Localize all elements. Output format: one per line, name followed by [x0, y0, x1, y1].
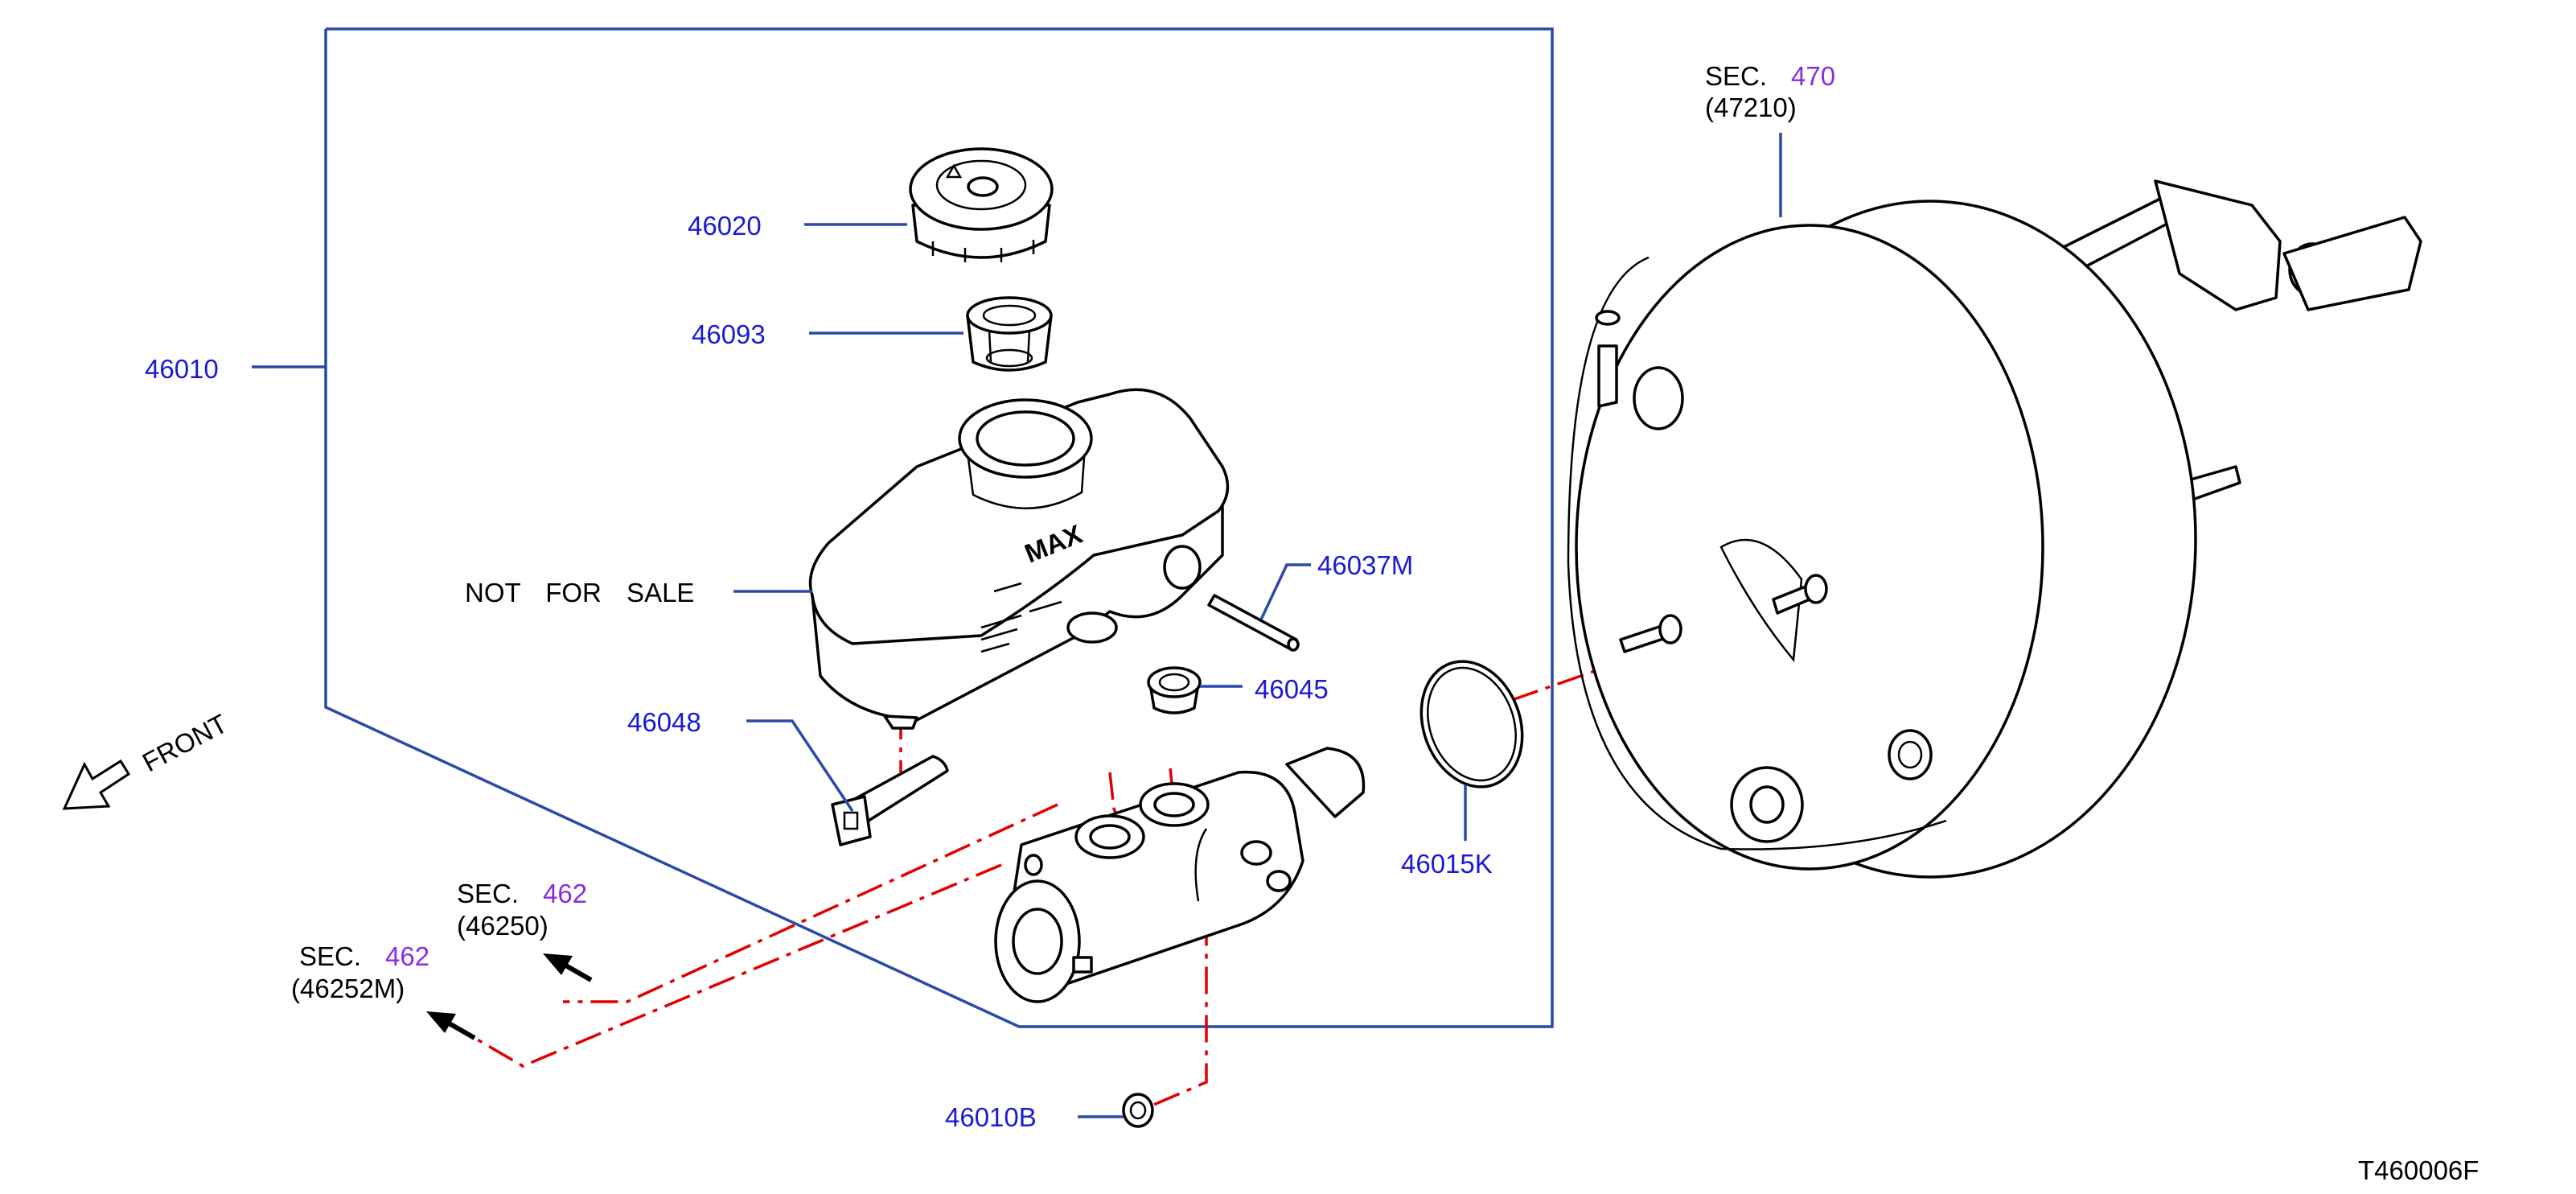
brake-booster: [1567, 179, 2422, 879]
booster-part-number: (47210): [1705, 93, 1797, 122]
tube-b-arrow: [426, 1011, 476, 1040]
booster-sec-prefix: SEC.: [1705, 61, 1767, 91]
label-cap[interactable]: 46020: [688, 211, 762, 241]
tube-a-sec-number[interactable]: 462: [543, 879, 587, 908]
label-assembly[interactable]: 46010: [145, 354, 219, 384]
front-label: FRONT: [138, 708, 232, 777]
pin-leader: [1259, 563, 1311, 620]
front-arrow-icon: [62, 759, 131, 810]
tube-b-sec-number[interactable]: 462: [385, 941, 429, 971]
tube-a-arrow: [543, 953, 593, 982]
booster-section-ref: SEC. 470 (47210): [1705, 61, 1835, 122]
label-strainer[interactable]: 46093: [692, 319, 766, 349]
o-ring: [1419, 660, 1524, 788]
tube-b-section-ref: SEC. 462 (46252M): [291, 941, 429, 1003]
reservoir-pin: [1207, 594, 1300, 652]
svg-text:SEC.470: SEC. 470: [1705, 61, 1835, 91]
label-nut[interactable]: 46010B: [945, 1102, 1037, 1132]
reservoir-grommet: [1147, 666, 1202, 714]
reservoir-strainer: [966, 296, 1053, 372]
svg-text:SEC.462: SEC. 462: [299, 941, 429, 971]
label-o-ring[interactable]: 46015K: [1401, 849, 1493, 879]
tube-a-sec-prefix: SEC.: [457, 879, 519, 908]
diagram-code: T460006F: [2358, 1155, 2479, 1185]
assembly-frame: [324, 27, 1554, 1028]
tube-b-part-number: (46252M): [291, 974, 405, 1003]
mounting-nut: [1122, 1093, 1154, 1128]
label-sensor[interactable]: 46048: [627, 707, 701, 737]
reservoir-cap: [909, 147, 1054, 262]
tube-b-sec-prefix: SEC.: [299, 941, 361, 971]
label-reservoir: NOT FOR SALE: [465, 578, 694, 607]
booster-sec-number[interactable]: 470: [1791, 61, 1835, 91]
svg-text:SEC.462: SEC. 462: [457, 879, 587, 908]
tube-a-part-number: (46250): [457, 911, 548, 941]
level-sensor: [831, 755, 949, 846]
front-indicator: FRONT: [62, 708, 232, 810]
fluid-reservoir: [808, 388, 1230, 730]
sensor-leader: [746, 719, 854, 812]
master-cylinder: [994, 747, 1366, 1003]
label-pin[interactable]: 46037M: [1317, 550, 1413, 580]
label-grommet[interactable]: 46045: [1255, 674, 1329, 704]
tube-a-section-ref: SEC. 462 (46250): [457, 879, 587, 941]
